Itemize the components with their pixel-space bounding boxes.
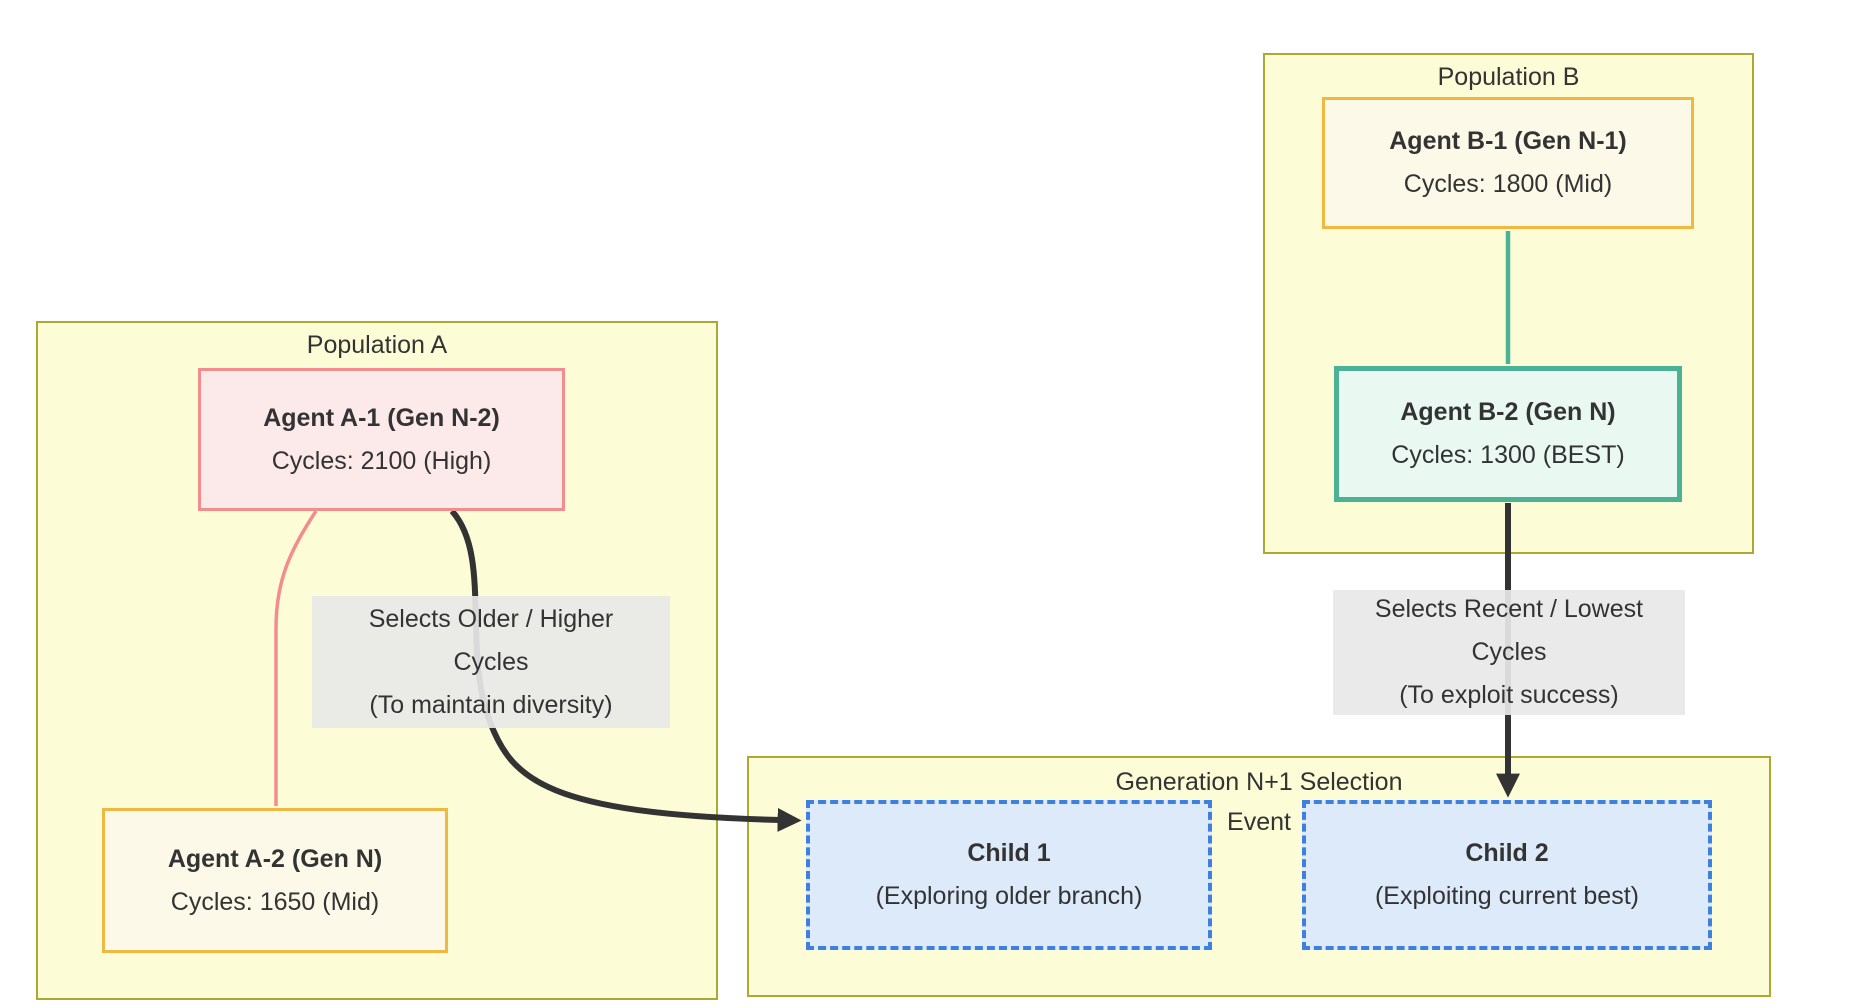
- subgraph-population-b-title: Population B: [1437, 63, 1580, 91]
- node-agent-b2-name: Agent B-2 (Gen N): [1400, 398, 1616, 426]
- node-child-1-name: Child 1: [967, 839, 1051, 867]
- node-agent-a2: Agent A-2 (Gen N) Cycles: 1650 (Mid): [102, 808, 448, 953]
- generation-title-line1: Generation N+1 Selection: [1115, 768, 1403, 796]
- node-child-2-desc: (Exploiting current best): [1374, 882, 1639, 910]
- edge-label-selects-older-line3: (To maintain diversity): [369, 690, 613, 719]
- edge-label-selects-recent: Selects Recent / Lowest Cycles (To explo…: [1333, 590, 1685, 715]
- subgraph-population-a-title: Population A: [306, 331, 448, 359]
- node-child-2-name: Child 2: [1465, 839, 1549, 867]
- node-agent-a2-name: Agent A-2 (Gen N): [167, 844, 383, 873]
- node-child-1-desc: (Exploring older branch): [875, 882, 1143, 910]
- node-agent-b1-cycles: Cycles: 1800 (Mid): [1403, 170, 1613, 198]
- node-child-2: Child 2 (Exploiting current best): [1302, 800, 1712, 950]
- node-agent-b2-cycles: Cycles: 1300 (BEST): [1391, 441, 1625, 469]
- edge-label-selects-older: Selects Older / Higher Cycles (To mainta…: [312, 596, 670, 728]
- node-agent-a1-cycles: Cycles: 2100 (High): [271, 446, 492, 475]
- node-agent-b2: Agent B-2 (Gen N) Cycles: 1300 (BEST): [1334, 366, 1682, 502]
- node-agent-a1: Agent A-1 (Gen N-2) Cycles: 2100 (High): [198, 368, 565, 511]
- node-agent-a2-cycles: Cycles: 1650 (Mid): [170, 887, 380, 916]
- edge-label-selects-recent-line1: Selects Recent / Lowest: [1374, 595, 1644, 623]
- edge-label-selects-older-line1: Selects Older / Higher: [368, 604, 614, 633]
- generation-title-line2: Event: [1227, 808, 1291, 836]
- node-agent-b1: Agent B-1 (Gen N-1) Cycles: 1800 (Mid): [1322, 97, 1694, 229]
- subgraph-generation-selection-title: Generation N+1 Selection Event: [749, 762, 1769, 842]
- node-agent-b1-name: Agent B-1 (Gen N-1): [1389, 127, 1627, 155]
- edge-label-selects-recent-line2: Cycles: [1471, 638, 1547, 666]
- edge-label-selects-recent-line3: (To exploit success): [1399, 681, 1619, 709]
- edge-label-selects-older-line2: Cycles: [453, 647, 529, 676]
- node-child-1: Child 1 (Exploring older branch): [806, 800, 1212, 950]
- node-agent-a1-name: Agent A-1 (Gen N-2): [263, 403, 500, 432]
